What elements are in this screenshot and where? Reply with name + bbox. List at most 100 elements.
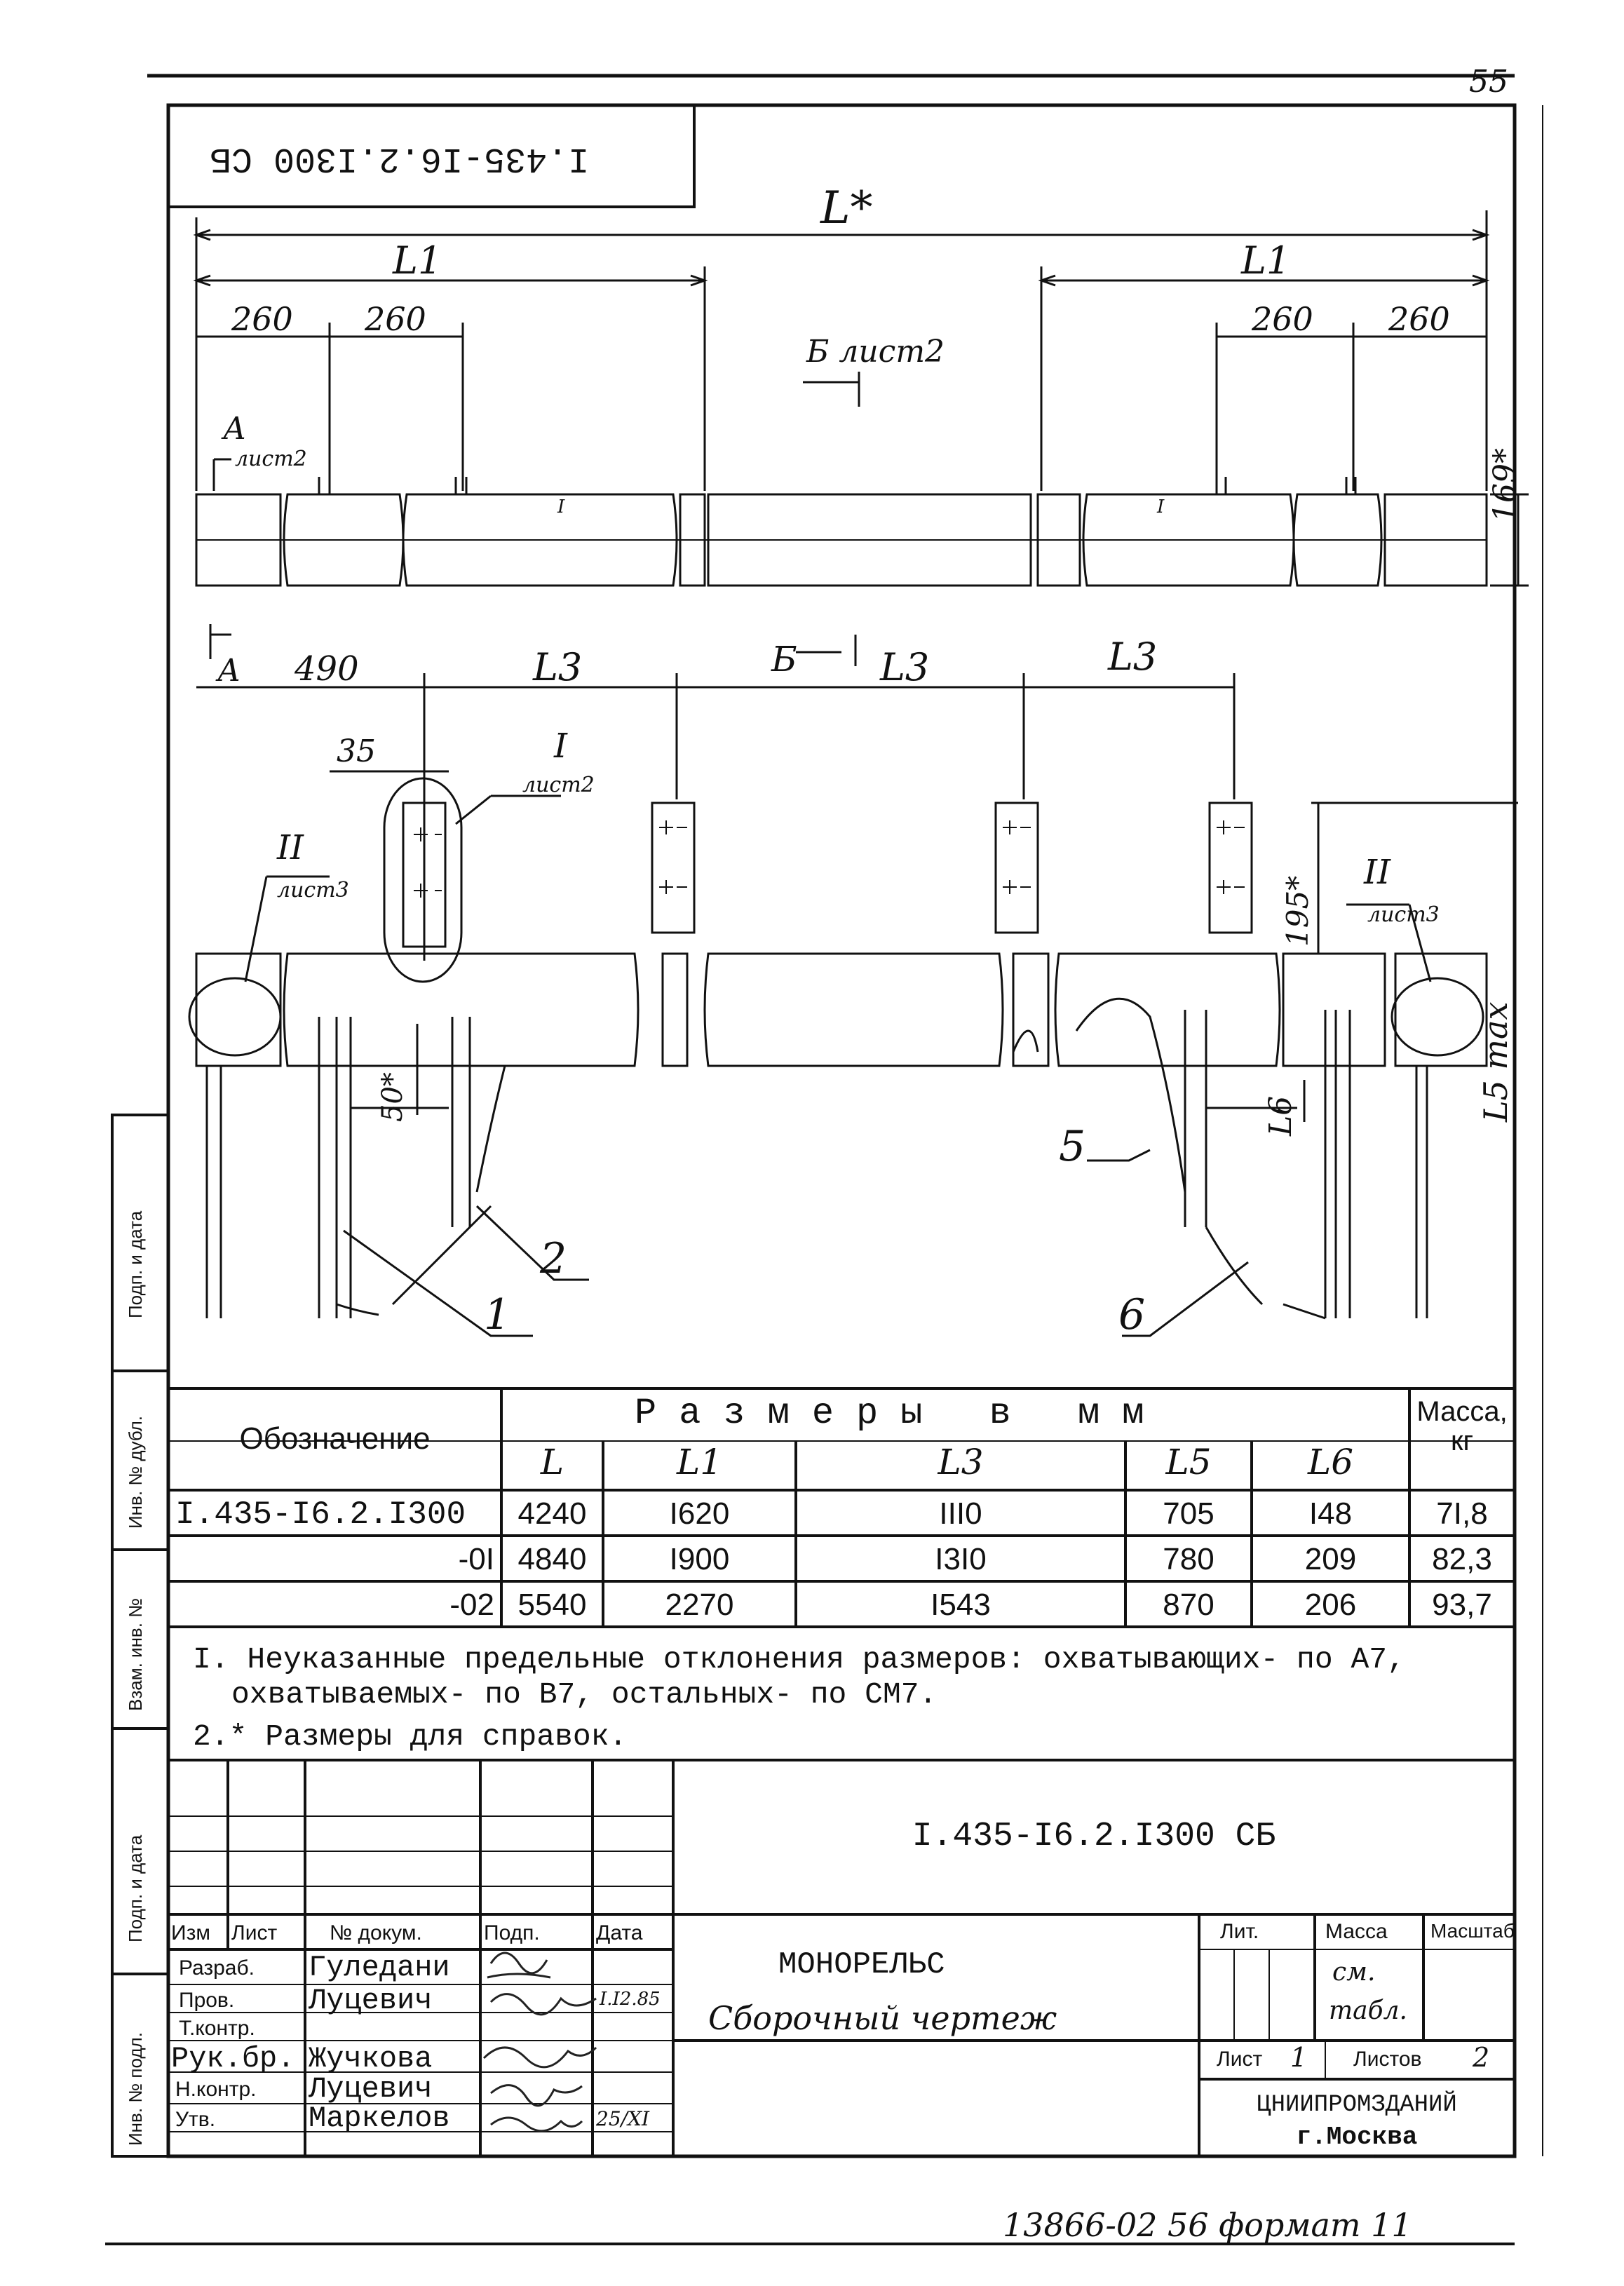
signer-2-role: Пров.: [179, 1989, 235, 2012]
signer-4-name: Жучкова: [309, 2042, 433, 2076]
dim-35: 35: [337, 733, 376, 769]
lit-label: Лит.: [1220, 1920, 1259, 1943]
row3-designation: -02: [449, 1588, 494, 1622]
section-A-sheet: лист2: [235, 447, 307, 471]
table-header-mass: Масса, кг: [1416, 1396, 1508, 1456]
row2-L: 4840: [517, 1542, 587, 1576]
node-II-right-label: II: [1364, 853, 1390, 892]
scale-label: Масштаб: [1430, 1921, 1513, 1941]
section-B-label: Б лист2: [806, 334, 945, 370]
node-II-left-sheet: лист3: [277, 878, 349, 902]
margin-label-inv-dubl: Инв. № дубл.: [125, 1415, 146, 1529]
col-L: L: [540, 1442, 564, 1482]
signer-6-date: 25/XI: [596, 2107, 650, 2130]
city: г.Москва: [1296, 2123, 1418, 2151]
position-1: 1: [484, 1290, 511, 1339]
dim-260-3: 260: [1252, 300, 1313, 338]
node-II-right-sheet: лист3: [1367, 902, 1440, 927]
row3-L: 5540: [517, 1588, 587, 1622]
dim-490: 490: [295, 649, 359, 689]
view-B-label: Б: [771, 639, 797, 679]
tb-header-date: Дата: [596, 1921, 643, 1945]
position-2: 2: [540, 1234, 567, 1283]
row1-L1: I620: [669, 1496, 730, 1531]
table-header-designation: Обозначение: [239, 1421, 431, 1456]
left-margin-strip: [111, 1114, 170, 2158]
signatures: [482, 1952, 597, 2132]
title-doc-code: I.435-I6.2.I300 СБ: [912, 1818, 1276, 1855]
node-I-sheet: лист2: [522, 773, 595, 797]
lower-view: [188, 624, 1518, 1337]
doc-type: Сборочный чертеж: [708, 1999, 1057, 2037]
margin-label-inv-podl: Инв. № подл.: [125, 2032, 146, 2146]
row3-L6: 206: [1304, 1588, 1357, 1622]
signer-2-name: Луцевич: [309, 1984, 433, 2017]
signer-6-role: Утв.: [175, 2108, 216, 2131]
row3-L3: I543: [931, 1588, 991, 1622]
dim-L1-left: L1: [393, 238, 442, 283]
col-L1: L1: [676, 1442, 722, 1482]
signer-4-role: Рук.бр.: [171, 2042, 295, 2076]
signer-1-name: Гуледани: [309, 1951, 450, 1984]
dim-260-4: 260: [1388, 300, 1450, 338]
dim-50: 50*: [377, 1072, 409, 1122]
dim-195: 195*: [1280, 875, 1315, 947]
sheet-number: 55: [1469, 64, 1508, 100]
margin-label-sign-date-1: Подп. и дата: [125, 1210, 146, 1318]
tb-header-izm: Изм: [171, 1921, 210, 1945]
row2-L6: 209: [1304, 1542, 1357, 1576]
row2-L5: 780: [1163, 1542, 1214, 1576]
dim-L1-right: L1: [1241, 238, 1291, 283]
row3-L5: 870: [1163, 1588, 1214, 1622]
dim-L3-1: L3: [533, 645, 583, 689]
row2-designation: -0I: [458, 1542, 494, 1576]
sheets-value: 2: [1473, 2042, 1490, 2073]
row2-L1: I900: [669, 1542, 730, 1576]
dim-169: 169*: [1487, 448, 1523, 522]
col-L6: L6: [1307, 1442, 1353, 1482]
table-grid: [168, 1388, 1515, 1628]
col-L3: L3: [938, 1442, 984, 1482]
signer-3-role: Т.контр.: [179, 2017, 255, 2040]
tb-header-list: Лист: [231, 1921, 278, 1945]
row1-L6: I48: [1308, 1496, 1353, 1531]
row2-L3: I3I0: [935, 1542, 987, 1576]
organization: ЦНИИПРОМЗДАНИЙ: [1257, 2092, 1457, 2118]
note-2: 2.* Размеры для справок.: [193, 1719, 628, 1754]
signer-5-name: Луцевич: [309, 2072, 433, 2106]
note-1-line-1: I. Неуказанные предельные отклонения раз…: [193, 1642, 1405, 1677]
node-II-left-label: II: [277, 828, 304, 867]
signer-5-role: Н.контр.: [175, 2078, 257, 2101]
row2-mass: 82,3: [1432, 1542, 1492, 1576]
row3-L1: 2270: [665, 1588, 734, 1622]
product-name: МОНОРЕЛЬС: [778, 1947, 945, 1982]
table-header-sizes: Размеры в мм: [635, 1393, 1167, 1434]
dim-260-2: 260: [365, 300, 426, 338]
upper-view: [193, 210, 1529, 587]
dim-L3-2: L3: [880, 645, 930, 689]
position-6: 6: [1118, 1290, 1146, 1339]
mass-value-2: табл.: [1329, 1996, 1407, 2025]
mass-value-1: см.: [1332, 1958, 1376, 1987]
row1-mass: 7I,8: [1436, 1496, 1488, 1531]
section-A-letter: А: [223, 411, 247, 447]
title-block-grid: [168, 1759, 1515, 2156]
tb-header-doc: № докум.: [330, 1921, 422, 1945]
dim-L6: L6: [1263, 1095, 1299, 1136]
part-I-marker-1: I: [557, 496, 565, 518]
row1-designation: I.435-I6.2.I300: [175, 1496, 466, 1533]
sheets-label: Листов: [1353, 2048, 1422, 2071]
row1-L3: III0: [939, 1496, 982, 1531]
margin-label-vzam-inv: Взам. инв. №: [125, 1597, 146, 1711]
corner-code-box: [167, 104, 696, 208]
sheet-label: Лист: [1217, 2048, 1263, 2071]
dim-260-1: 260: [231, 300, 293, 338]
position-5: 5: [1059, 1122, 1086, 1171]
dim-L-star: L*: [820, 182, 873, 234]
dim-L3-3: L3: [1108, 635, 1158, 679]
note-1-line-2: охватываемых- по B7, остальных- по CM7.: [231, 1677, 938, 1712]
signer-2-date: I.I2.85: [600, 1989, 661, 2010]
dim-L5-max: L5 max: [1477, 1001, 1515, 1122]
mass-label: Масса: [1325, 1920, 1388, 1943]
